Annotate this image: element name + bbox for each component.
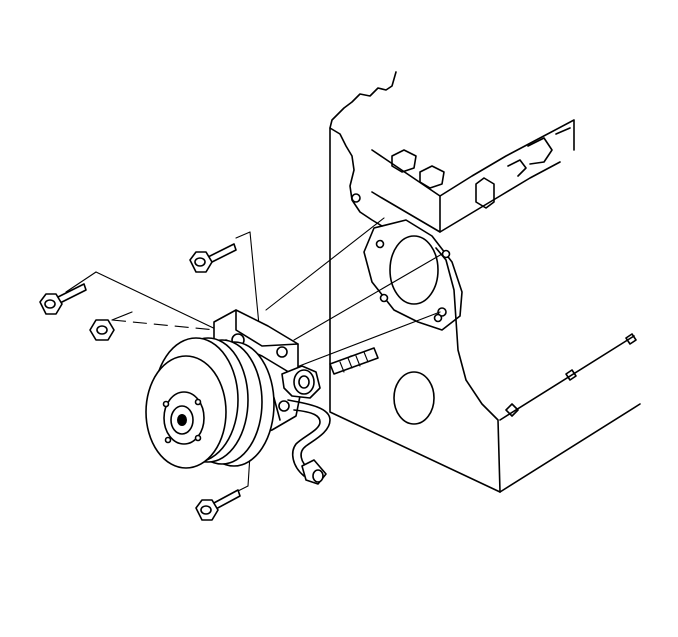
stud bbox=[329, 347, 379, 375]
engine-block bbox=[329, 71, 641, 493]
bolt bbox=[39, 283, 87, 315]
nut bbox=[89, 319, 115, 341]
clutch-pulley bbox=[145, 337, 275, 469]
refrigerant-hose bbox=[287, 399, 331, 485]
bolt bbox=[189, 243, 237, 273]
front-cover-gasket bbox=[363, 219, 463, 331]
bolt bbox=[195, 489, 241, 521]
